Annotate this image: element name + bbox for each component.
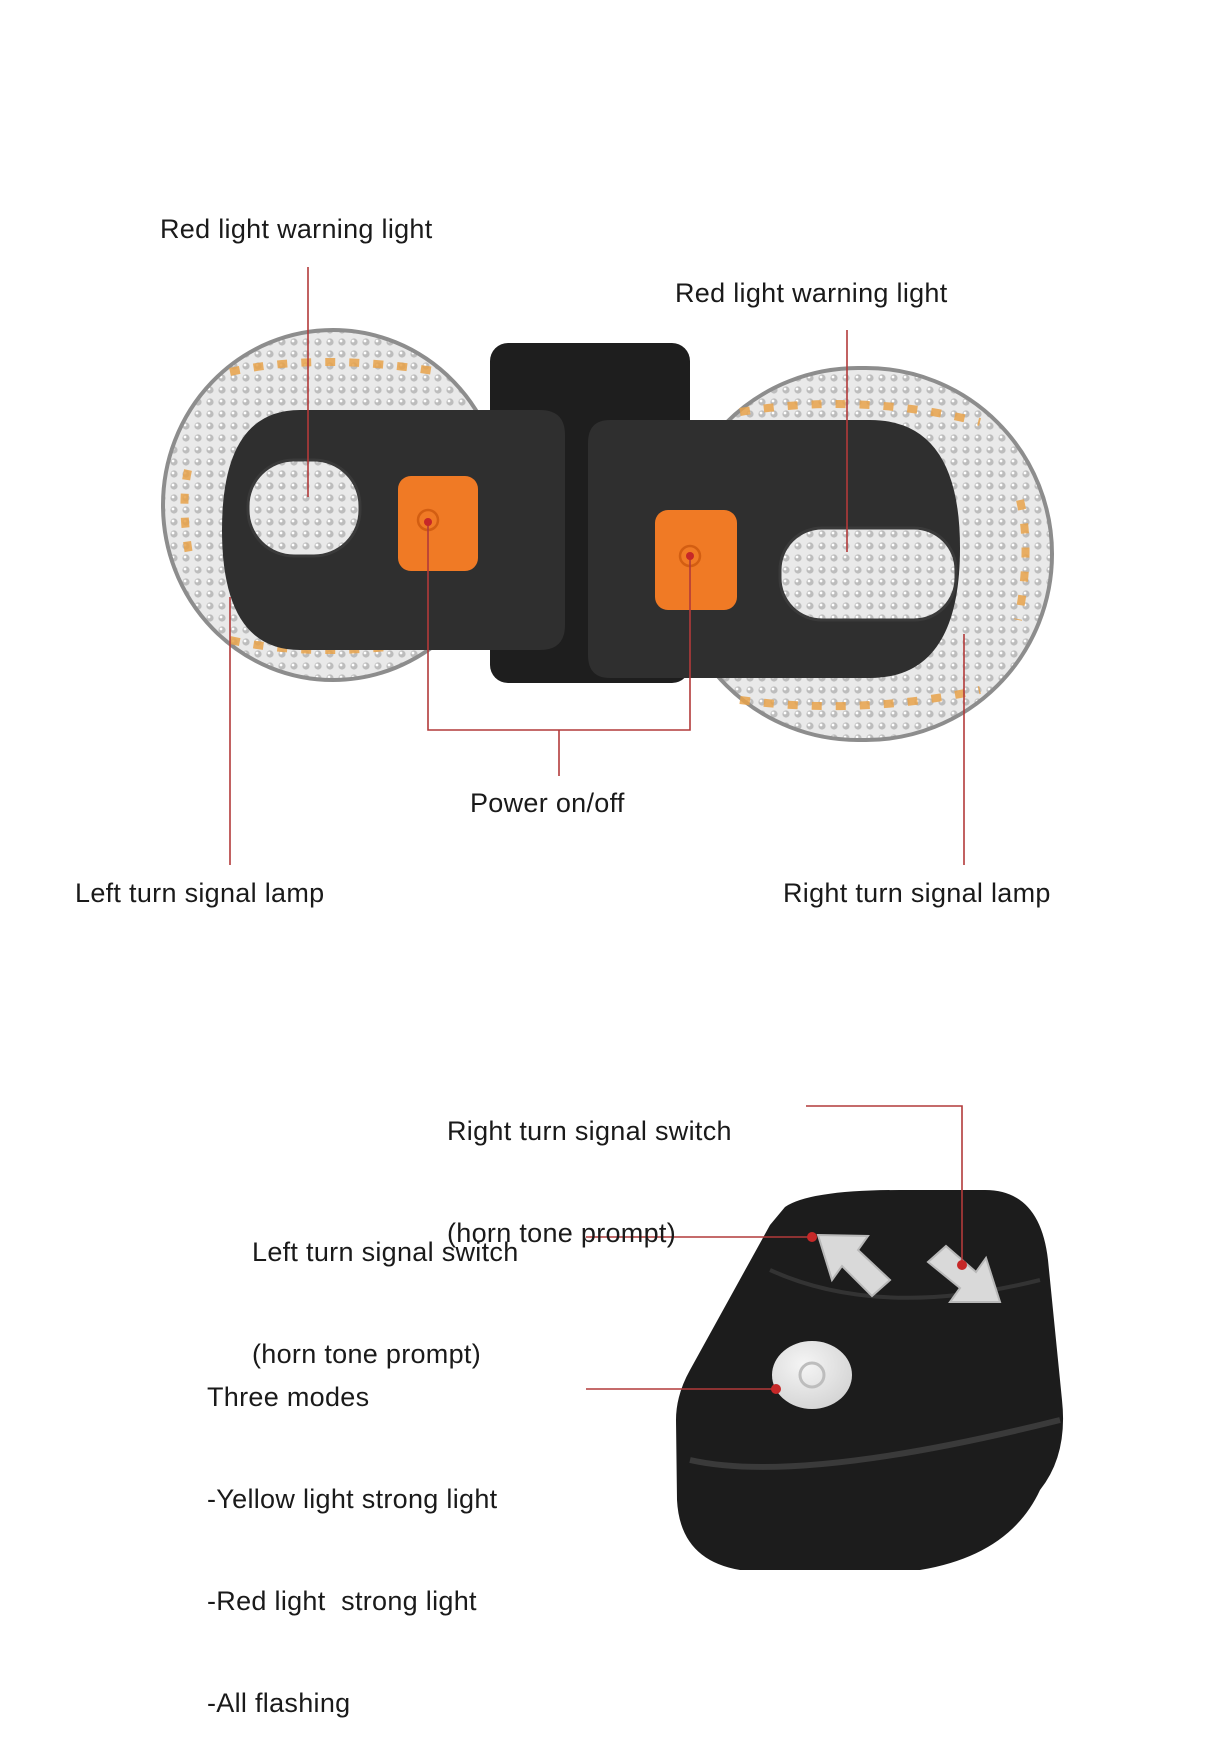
label-left-turn-lamp: Left turn signal lamp xyxy=(75,878,325,908)
label-red-light-left: Red light warning light xyxy=(160,214,433,244)
label-line: (horn tone prompt) xyxy=(252,1339,482,1369)
label-red-light-right: Red light warning light xyxy=(675,278,948,308)
left-arrow-icon xyxy=(816,1233,892,1298)
power-icon xyxy=(798,1361,826,1389)
leader-lines-bottom xyxy=(586,1105,963,1390)
label-line: -Yellow light strong light xyxy=(207,1484,498,1514)
label-line: (horn tone prompt) xyxy=(447,1218,677,1248)
right-power-button xyxy=(655,510,737,610)
label-left-turn-switch: Left turn signal switch (horn tone promp… xyxy=(252,1167,519,1405)
label-right-turn-switch: Right turn signal switch (horn tone prom… xyxy=(447,1046,732,1284)
tail-light xyxy=(161,328,1054,742)
label-line: -All flashing xyxy=(207,1688,351,1718)
right-lamp xyxy=(588,366,1054,742)
leader-dots-top xyxy=(424,518,694,560)
label-line: Three modes xyxy=(207,1382,370,1412)
label-right-turn-lamp: Right turn signal lamp xyxy=(783,878,1051,908)
label-line: Right turn signal switch xyxy=(447,1116,732,1146)
remote-power-button xyxy=(772,1341,852,1409)
label-line: Left turn signal switch xyxy=(252,1237,519,1267)
leader-dots-bottom xyxy=(771,1232,967,1394)
leader-lines-top xyxy=(229,267,965,865)
right-arrow-icon xyxy=(926,1244,1002,1303)
product-illustration xyxy=(161,267,1064,1570)
remote-control xyxy=(676,1190,1064,1570)
label-power: Power on/off xyxy=(470,788,625,818)
label-line: -Red light strong light xyxy=(207,1586,477,1616)
label-three-modes: Three modes -Yellow light strong light -… xyxy=(207,1312,497,1754)
